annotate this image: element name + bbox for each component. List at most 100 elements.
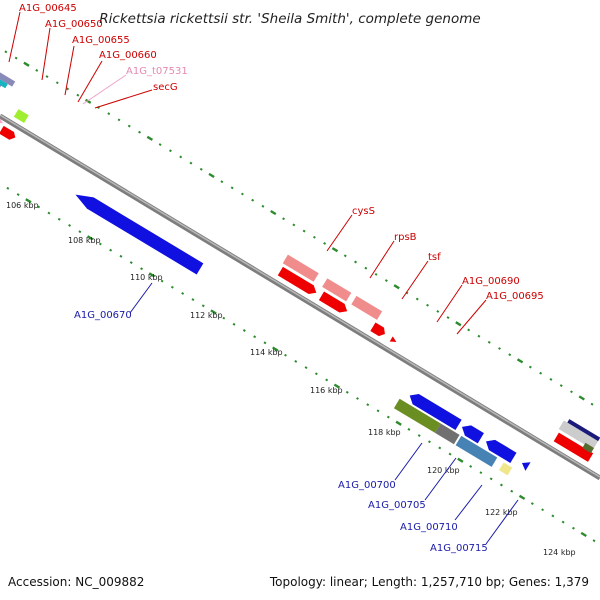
minor-tick	[199, 167, 203, 171]
minor-tick	[343, 254, 347, 258]
label-rpsb[interactable]: rpsB	[394, 232, 417, 243]
kbp-label-124: 124 kbp	[543, 548, 576, 557]
minor-tick	[323, 242, 327, 245]
minor-tick	[427, 440, 431, 444]
label-a1g-00700[interactable]: A1G_00700	[338, 480, 396, 491]
major-tick	[148, 272, 156, 278]
minor-tick	[16, 193, 20, 196]
kbp-label-114: 114 kbp	[250, 348, 283, 357]
major-tick	[393, 284, 400, 290]
minor-tick	[222, 316, 226, 320]
minor-tick	[57, 217, 61, 221]
label-a1g-00670[interactable]: A1G_00670	[74, 310, 132, 321]
feature-blue-mid[interactable]	[483, 436, 517, 463]
feature-blue-small[interactable]	[459, 422, 484, 444]
label-a1g-00710[interactable]: A1G_00710	[400, 522, 458, 533]
forward-labels: A1G_00645 A1G_00650 A1G_00655 A1G_00660 …	[8, 3, 544, 335]
minor-tick	[467, 328, 471, 332]
minor-tick	[242, 329, 246, 332]
feature-a1g-00710[interactable]	[455, 435, 498, 467]
minor-tick	[68, 224, 72, 227]
label-a1g-t07531[interactable]: A1G_t07531	[126, 66, 188, 77]
minor-tick	[407, 427, 411, 431]
feature-right-red[interactable]	[553, 432, 594, 462]
feature-right-gray[interactable]	[558, 420, 599, 450]
label-cyss[interactable]: cysS	[352, 206, 375, 217]
feature-a1g-00705[interactable]	[393, 398, 441, 433]
minor-tick	[37, 205, 41, 209]
minor-tick	[189, 161, 193, 165]
minor-tick	[354, 260, 358, 264]
minor-tick	[446, 316, 450, 320]
feature-a1g-00695[interactable]	[389, 336, 398, 344]
minor-tick	[138, 130, 142, 134]
minor-tick	[510, 489, 514, 493]
minor-tick	[415, 297, 419, 301]
minor-tick	[14, 56, 18, 60]
minor-tick	[168, 149, 172, 153]
minor-tick	[570, 390, 573, 394]
kbp-label-116: 116 kbp	[310, 386, 343, 395]
minor-tick	[366, 403, 370, 407]
feature-secg[interactable]	[13, 109, 29, 123]
minor-tick	[76, 93, 80, 97]
feature-a1g-00700[interactable]	[407, 390, 462, 431]
feature-blue-tip[interactable]	[519, 459, 531, 471]
major-tick	[395, 420, 402, 426]
label-a1g-00705[interactable]: A1G_00705	[368, 500, 426, 511]
label-a1g-00715[interactable]: A1G_00715	[430, 543, 488, 554]
minor-tick	[302, 229, 306, 233]
minor-tick	[384, 279, 388, 282]
minor-tick	[6, 186, 10, 190]
feature-gray-small[interactable]	[435, 423, 460, 445]
feature-a1g-00645[interactable]	[0, 50, 16, 87]
feature-a1g-t07531[interactable]	[0, 115, 5, 128]
major-tick	[518, 494, 526, 500]
feature-a1g-00715[interactable]	[499, 462, 513, 476]
minor-tick	[590, 402, 594, 406]
kbp-label-108: 108 kbp	[68, 236, 101, 245]
label-a1g-00660[interactable]: A1G_00660	[99, 50, 157, 61]
label-a1g-00695[interactable]: A1G_00695	[486, 291, 544, 302]
minor-tick	[240, 192, 244, 196]
label-a1g-00645[interactable]: A1G_00645	[19, 3, 77, 14]
minor-tick	[528, 365, 532, 369]
feature-red-mid-1[interactable]	[277, 266, 319, 297]
minor-tick	[541, 508, 545, 512]
minor-tick	[551, 514, 555, 518]
kbp-label-106: 106 kbp	[6, 201, 39, 210]
genome-backbone	[0, 113, 600, 481]
accession-text: Accession: NC_009882	[8, 575, 144, 589]
minor-tick	[158, 143, 162, 146]
feature-secg-arrow[interactable]	[0, 125, 17, 142]
major-tick	[516, 358, 524, 364]
minor-tick	[498, 347, 501, 350]
label-a1g-00655[interactable]: A1G_00655	[72, 35, 130, 46]
minor-tick	[191, 298, 195, 302]
feature-red-mid-2[interactable]	[318, 291, 350, 316]
feature-a1g-00690[interactable]	[370, 322, 387, 338]
feature-tsf[interactable]	[351, 295, 383, 320]
minor-tick	[477, 334, 481, 338]
feature-rpsb[interactable]	[322, 278, 352, 302]
minor-tick	[129, 261, 133, 264]
minor-tick	[47, 211, 51, 215]
label-secg[interactable]: secG	[153, 82, 178, 93]
minor-tick	[109, 248, 113, 252]
minor-tick	[530, 502, 534, 505]
minor-tick	[181, 292, 185, 295]
minor-tick	[304, 366, 308, 370]
feature-right-navy[interactable]	[567, 419, 600, 442]
feature-right-olive[interactable]	[582, 442, 595, 454]
minor-tick	[469, 465, 473, 468]
feature-a1g-00670[interactable]	[72, 189, 204, 275]
major-tick	[333, 383, 341, 389]
label-a1g-00690[interactable]: A1G_00690	[462, 276, 520, 287]
feature-cyss[interactable]	[282, 254, 319, 282]
minor-tick	[499, 483, 503, 487]
feature-a1g-00650[interactable]	[0, 55, 8, 89]
label-a1g-00650[interactable]: A1G_00650	[45, 19, 103, 30]
label-tsf[interactable]: tsf	[428, 252, 441, 263]
minor-tick	[549, 377, 553, 381]
minor-tick	[487, 340, 491, 344]
